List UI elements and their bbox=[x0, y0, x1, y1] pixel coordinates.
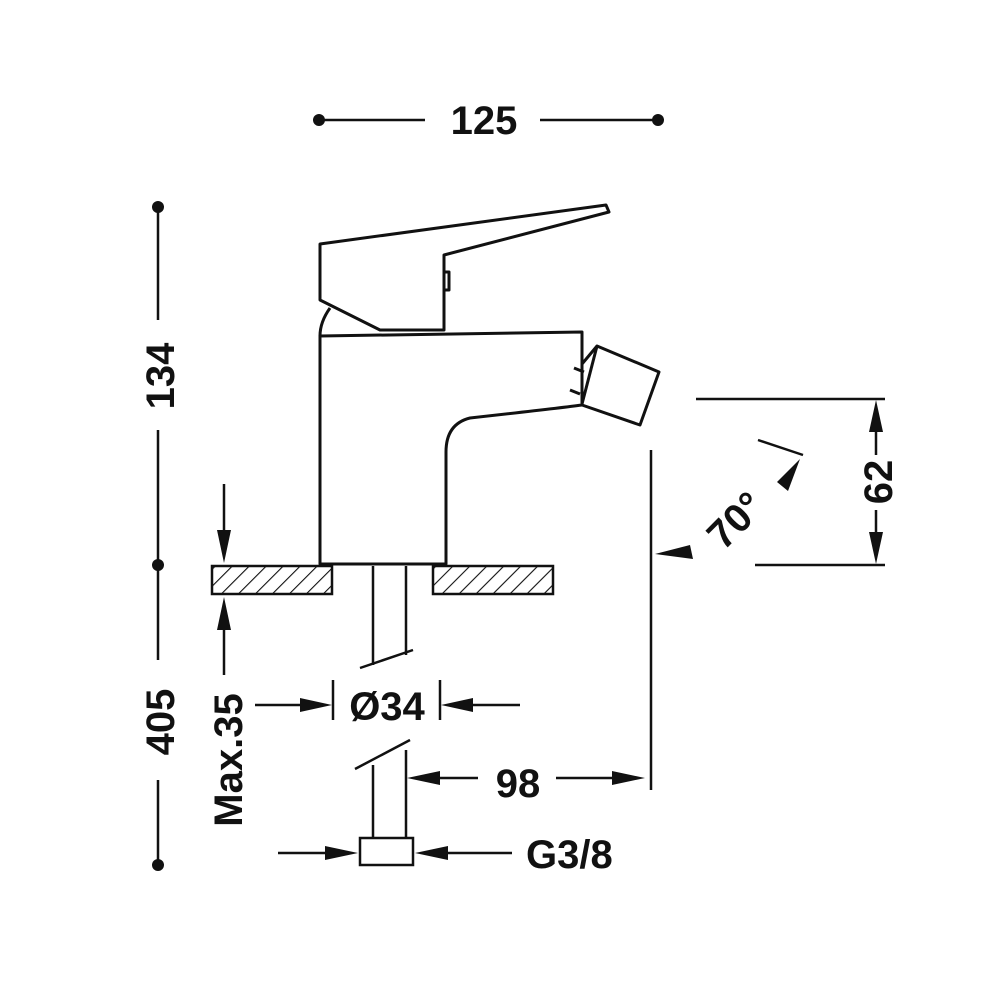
supply-length-dimension: 405 bbox=[139, 565, 183, 871]
deck-thickness-label: Max.35 bbox=[207, 693, 251, 826]
hole-diameter-dimension: Ø34 bbox=[255, 680, 520, 729]
spray-angle-dimension: 70° bbox=[655, 438, 804, 559]
faucet-body bbox=[318, 203, 661, 566]
supply-length-label: 405 bbox=[139, 689, 183, 756]
height-dimension: 134 bbox=[139, 201, 183, 571]
width-dimension: 125 bbox=[313, 99, 664, 143]
spray-angle-label: 70° bbox=[699, 484, 773, 558]
width-label: 125 bbox=[451, 99, 518, 143]
reach-dimension: 98 bbox=[407, 450, 653, 806]
supply-hoses bbox=[354, 566, 415, 867]
connection-thread-dimension: G3/8 bbox=[278, 833, 613, 877]
mounting-deck bbox=[210, 564, 555, 596]
outlet-height-label: 62 bbox=[857, 460, 901, 505]
deck-thickness-dimension: Max.35 bbox=[207, 484, 251, 827]
reach-label: 98 bbox=[496, 762, 541, 806]
outlet-height-dimension: 62 bbox=[696, 397, 901, 567]
connection-thread-label: G3/8 bbox=[526, 833, 613, 877]
hole-diameter-label: Ø34 bbox=[349, 685, 425, 729]
height-label: 134 bbox=[139, 342, 183, 409]
